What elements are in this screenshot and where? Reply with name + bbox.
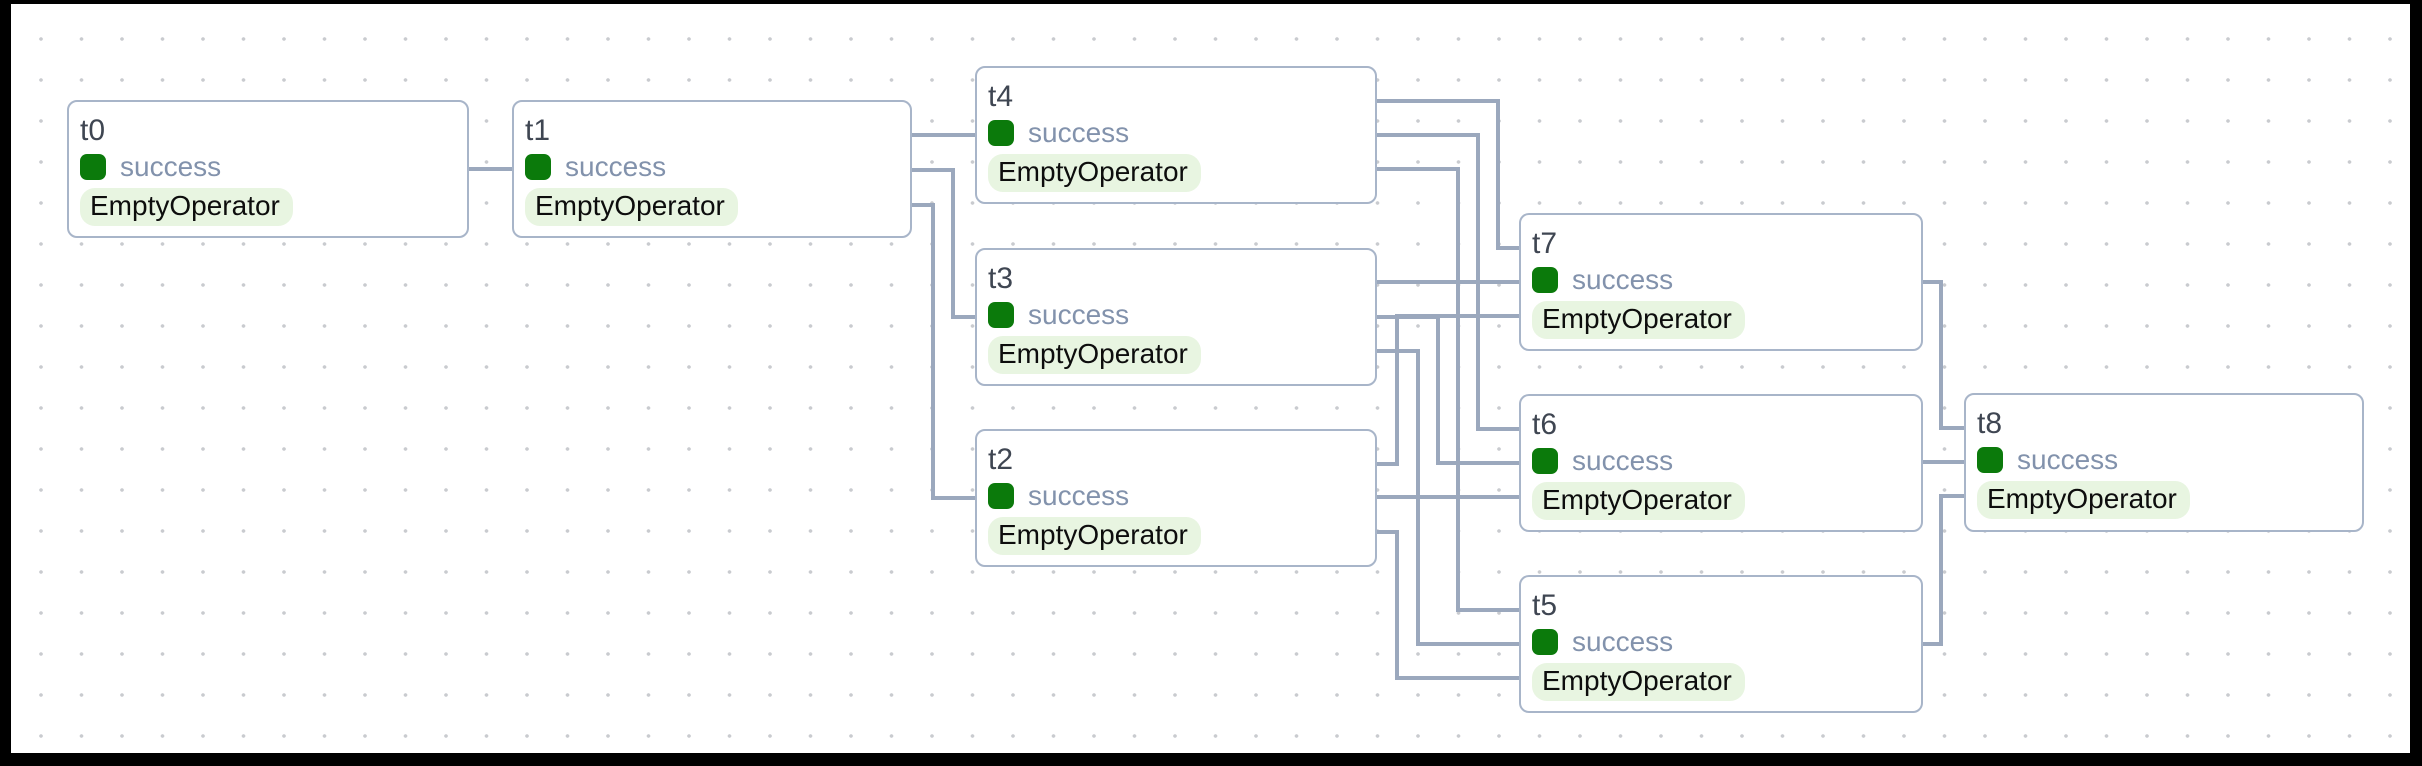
graph-scene: t0 success EmptyOperator t1 success Empt… bbox=[11, 4, 2410, 753]
task-status-label: success bbox=[120, 151, 222, 182]
operator-row: EmptyOperator bbox=[988, 336, 1361, 374]
success-status-icon bbox=[1532, 629, 1558, 655]
operator-row: EmptyOperator bbox=[1532, 482, 1907, 520]
operator-badge: EmptyOperator bbox=[1532, 301, 1745, 339]
edge-t4-t5 bbox=[1377, 167, 1519, 612]
operator-row: EmptyOperator bbox=[80, 188, 453, 226]
task-node-t8[interactable]: t8 success EmptyOperator bbox=[1964, 393, 2364, 532]
task-status-label: success bbox=[2017, 444, 2119, 475]
edge-t7-t8 bbox=[1923, 280, 1964, 430]
success-status-icon bbox=[1532, 448, 1558, 474]
edge-t1-t2 bbox=[912, 203, 975, 500]
edge-layer bbox=[469, 99, 1964, 680]
task-name: t8 bbox=[1977, 407, 2003, 440]
success-status-icon bbox=[1977, 447, 2003, 473]
task-node-t4[interactable]: t4 success EmptyOperator bbox=[975, 66, 1377, 204]
task-node-t0[interactable]: t0 success EmptyOperator bbox=[67, 100, 469, 238]
task-status-label: success bbox=[1028, 480, 1130, 511]
task-status-label: success bbox=[1572, 264, 1674, 295]
operator-badge: EmptyOperator bbox=[988, 336, 1201, 374]
task-status-row: success bbox=[1532, 445, 1907, 477]
success-status-icon bbox=[988, 483, 1014, 509]
edge-t5-t8 bbox=[1923, 494, 1964, 646]
task-status-label: success bbox=[1028, 299, 1130, 330]
task-status-row: success bbox=[1532, 626, 1907, 658]
operator-row: EmptyOperator bbox=[1532, 663, 1907, 701]
task-status-row: success bbox=[988, 117, 1361, 149]
operator-row: EmptyOperator bbox=[1532, 301, 1907, 339]
task-name: t4 bbox=[988, 80, 1014, 113]
operator-row: EmptyOperator bbox=[525, 188, 896, 226]
operator-badge: EmptyOperator bbox=[1977, 481, 2190, 519]
operator-row: EmptyOperator bbox=[988, 154, 1361, 192]
task-status-row: success bbox=[1977, 444, 2348, 476]
task-name: t6 bbox=[1532, 408, 1558, 441]
edge-t4-t7 bbox=[1377, 99, 1519, 250]
task-status-row: success bbox=[525, 151, 896, 183]
task-status-label: success bbox=[1028, 117, 1130, 148]
task-node-t2[interactable]: t2 success EmptyOperator bbox=[975, 429, 1377, 567]
task-status-label: success bbox=[565, 151, 667, 182]
task-node-t1[interactable]: t1 success EmptyOperator bbox=[512, 100, 912, 238]
operator-badge: EmptyOperator bbox=[525, 188, 738, 226]
task-status-label: success bbox=[1572, 445, 1674, 476]
task-status-row: success bbox=[988, 480, 1361, 512]
task-node-t7[interactable]: t7 success EmptyOperator bbox=[1519, 213, 1923, 351]
operator-row: EmptyOperator bbox=[988, 517, 1361, 555]
task-status-row: success bbox=[1532, 264, 1907, 296]
task-name: t3 bbox=[988, 262, 1014, 295]
operator-badge: EmptyOperator bbox=[988, 154, 1201, 192]
task-status-row: success bbox=[80, 151, 453, 183]
task-name: t7 bbox=[1532, 227, 1558, 260]
task-name: t2 bbox=[988, 443, 1014, 476]
operator-badge: EmptyOperator bbox=[988, 517, 1201, 555]
dag-graph-canvas[interactable]: t0 success EmptyOperator t1 success Empt… bbox=[11, 4, 2410, 753]
task-status-row: success bbox=[988, 299, 1361, 331]
task-status-label: success bbox=[1572, 626, 1674, 657]
operator-badge: EmptyOperator bbox=[1532, 663, 1745, 701]
success-status-icon bbox=[1532, 267, 1558, 293]
task-name: t5 bbox=[1532, 589, 1558, 622]
success-status-icon bbox=[80, 154, 106, 180]
task-name: t0 bbox=[80, 114, 106, 147]
operator-badge: EmptyOperator bbox=[1532, 482, 1745, 520]
operator-badge: EmptyOperator bbox=[80, 188, 293, 226]
task-node-t6[interactable]: t6 success EmptyOperator bbox=[1519, 394, 1923, 532]
task-node-t3[interactable]: t3 success EmptyOperator bbox=[975, 248, 1377, 386]
edge-t1-t3 bbox=[912, 168, 975, 319]
task-name: t1 bbox=[525, 114, 551, 147]
success-status-icon bbox=[988, 302, 1014, 328]
edge-t2-t5 bbox=[1377, 530, 1519, 680]
task-node-t5[interactable]: t5 success EmptyOperator bbox=[1519, 575, 1923, 713]
success-status-icon bbox=[988, 120, 1014, 146]
operator-row: EmptyOperator bbox=[1977, 481, 2348, 519]
edge-t2-t7 bbox=[1377, 314, 1519, 466]
success-status-icon bbox=[525, 154, 551, 180]
